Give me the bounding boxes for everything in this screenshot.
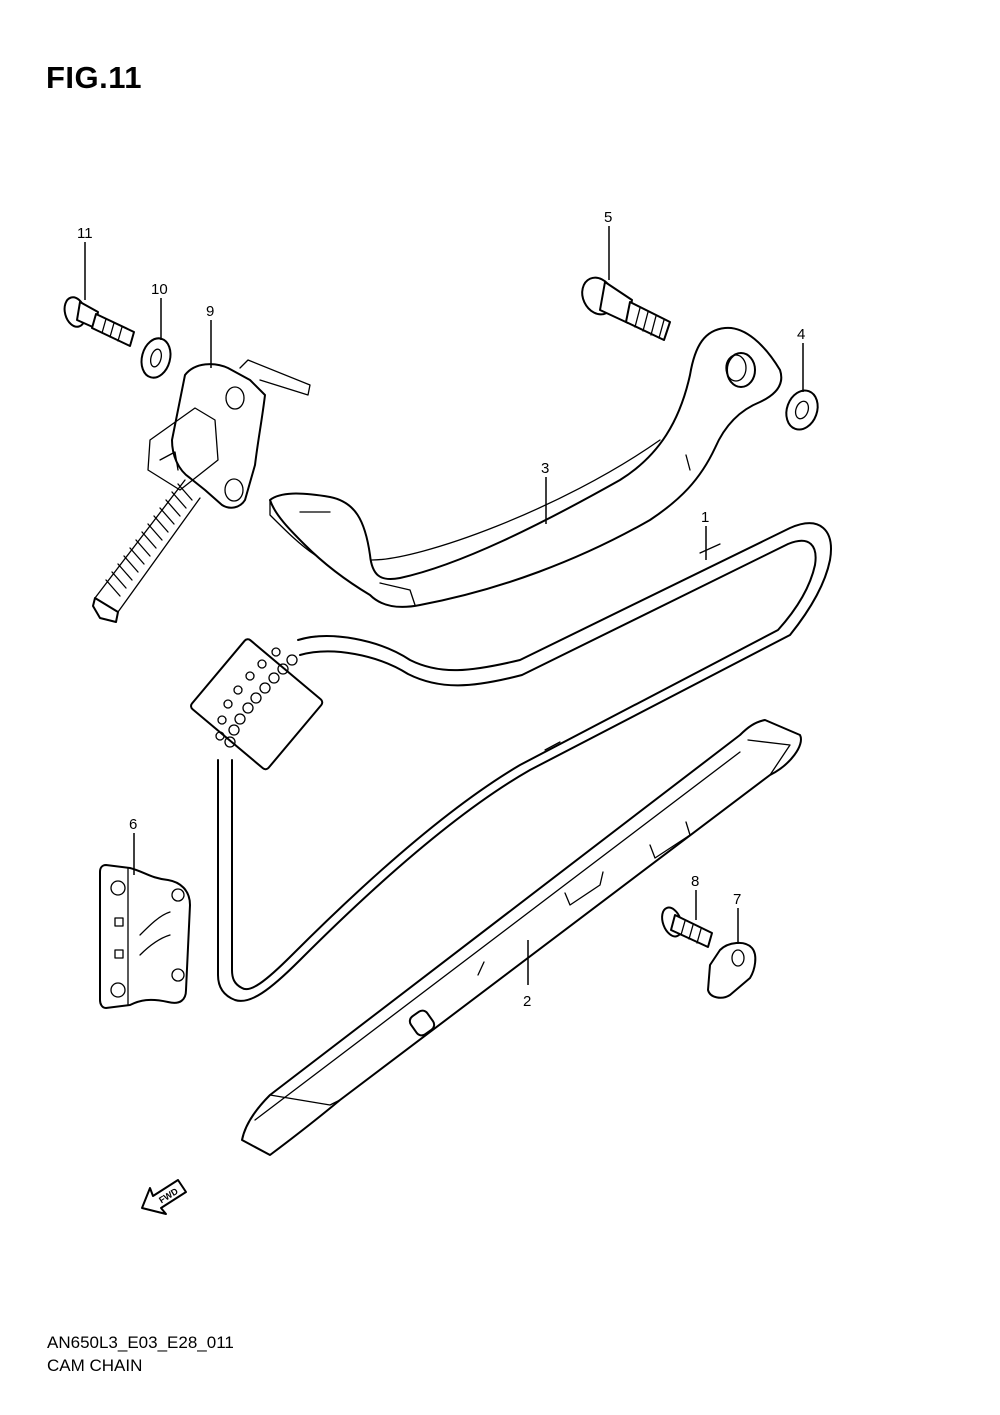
callout-1: 1 <box>701 509 709 526</box>
pivot-bolt-part-5 <box>581 276 671 341</box>
fwd-arrow-icon: FWD <box>141 1179 187 1215</box>
callout-4: 4 <box>797 326 805 343</box>
figure-name: CAM CHAIN <box>47 1356 143 1375</box>
bolt-part-11 <box>63 296 135 347</box>
callout-10: 10 <box>151 281 168 298</box>
callout-2: 2 <box>523 993 531 1010</box>
callout-8: 8 <box>691 873 699 890</box>
tensioner-adjuster-part-9 <box>92 359 311 623</box>
callout-5: 5 <box>604 209 612 226</box>
callout-9: 9 <box>206 303 214 320</box>
callout-7: 7 <box>733 891 741 908</box>
callout-11: 11 <box>77 225 93 242</box>
chain-links <box>190 638 324 771</box>
figure-title: FIG.11 <box>46 60 143 95</box>
cam-chain-part <box>190 522 832 1002</box>
chain-guide-part <box>241 719 802 1156</box>
callout-6: 6 <box>129 816 137 833</box>
washer-part-4 <box>785 389 819 431</box>
callout-labels: 1 2 3 4 5 6 7 8 9 10 11 <box>77 209 805 1010</box>
leader-lines <box>84 226 804 985</box>
washer-part-10 <box>140 337 172 379</box>
screw-part-8 <box>661 906 713 948</box>
callout-3: 3 <box>541 460 549 477</box>
chain-guide-plate-part-6 <box>99 864 191 1009</box>
stopper-plate-part-7 <box>707 942 757 999</box>
figure-code: AN650L3_E03_E28_011 <box>47 1333 234 1352</box>
tensioner-spring <box>105 483 193 597</box>
chain-tensioner-arm-part <box>269 326 783 608</box>
